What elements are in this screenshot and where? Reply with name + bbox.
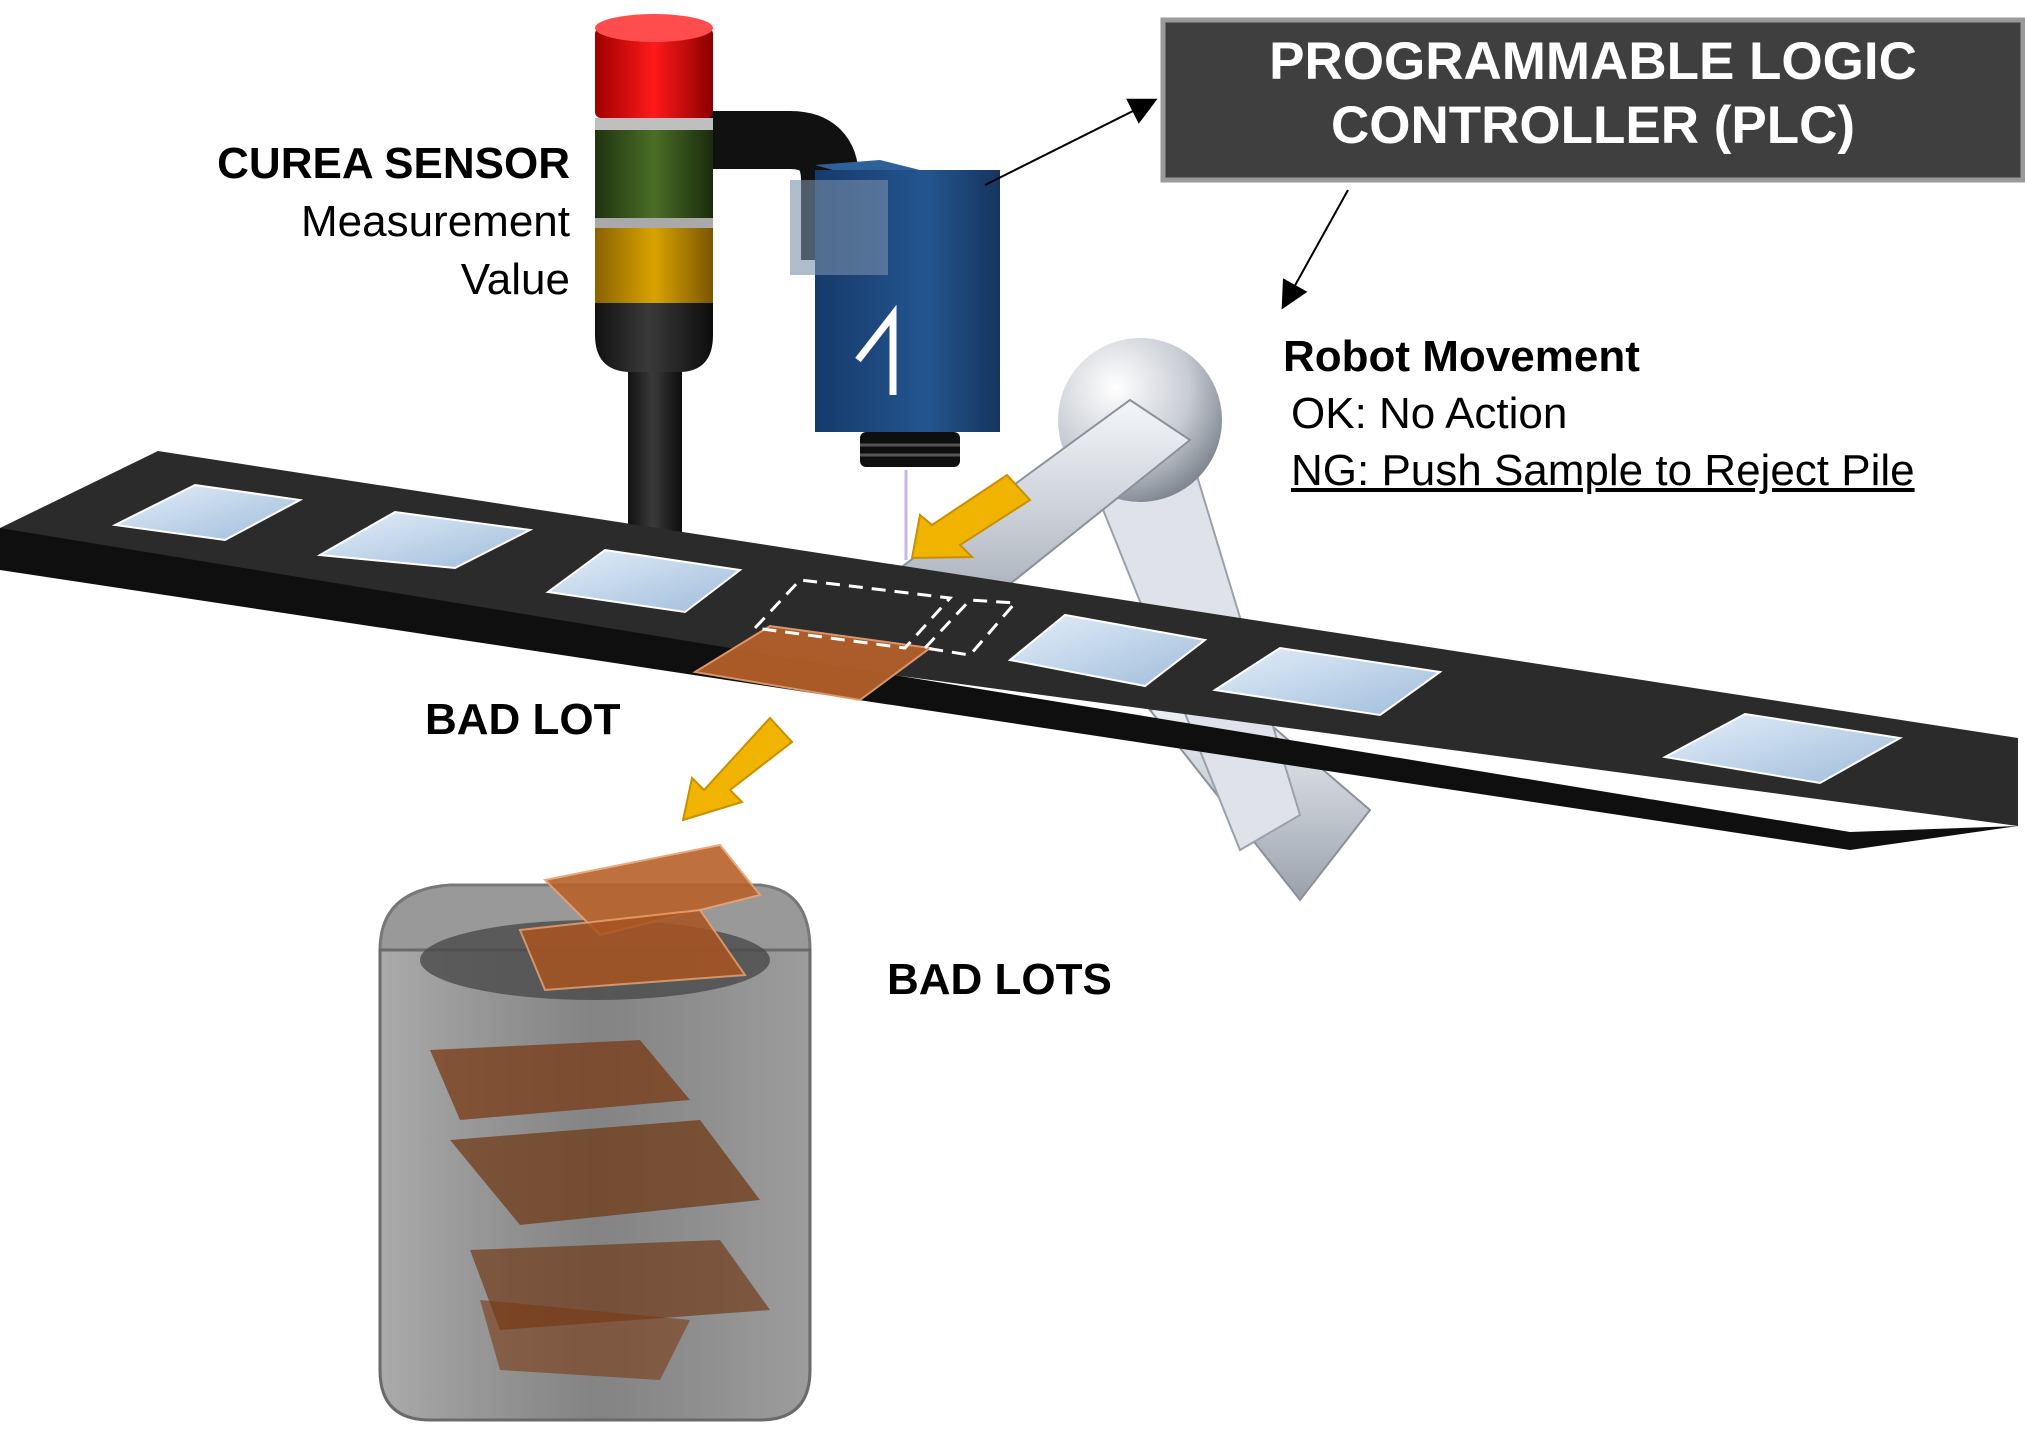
sensor-label-line2: Value [460,255,570,304]
rejected-sample [450,1120,760,1225]
conveyor-top [0,451,2018,826]
sensor-label-title: CUREA SENSOR [217,139,570,188]
ok-sample [1007,613,1208,688]
ok-sample [111,483,304,542]
sensor-to-plc-arrow [984,98,1158,186]
rejected-sample [542,843,762,937]
bad-lot-direction-arrow [681,716,794,822]
conveyor-belt [0,451,2018,850]
ok-samples [111,483,1904,785]
yellow-light [595,228,713,303]
bad-lots-label: BAD LOTS [887,955,1112,1004]
ok-sample [316,510,534,570]
rejected-sample [430,1040,690,1120]
sensor-label-line1: Measurement [300,197,570,246]
camera-lens [860,432,960,467]
rejected-sample [480,1300,690,1380]
empty-slot-outline [921,598,1019,657]
camera-logo [855,304,897,395]
sensor-label: CUREA SENSOR Measurement Value [217,135,570,309]
robot-movement-ok: OK: No Action [1291,389,1568,438]
ok-sample [1661,712,1904,785]
reject-bin [378,843,812,1422]
plc-label-line1: PROGRAMMABLE LOGIC [1269,32,1917,91]
empty-slot-outline [751,578,954,650]
light-tower-pole [628,370,682,555]
push-direction-arrow [910,473,1032,560]
robot-movement-title: Robot Movement [1283,332,1640,381]
signal-light-tower [595,14,713,372]
bad-lot-label: BAD LOT [425,695,621,744]
curea-sensor-camera [790,160,1000,560]
ok-sample [545,548,743,614]
plc-label-line2: CONTROLLER (PLC) [1330,96,1856,155]
plc-box [1160,17,2025,183]
red-light [595,28,713,118]
plc-label: PROGRAMMABLE LOGIC CONTROLLER (PLC) [1163,30,2023,158]
green-light [595,130,713,218]
ok-sample [1212,646,1443,717]
robot-movement-label: Robot Movement OK: No Action NG: Push Sa… [1283,328,1915,499]
rejected-sample [518,908,747,992]
light-tower-base [595,303,713,372]
plc-to-robot-arrow [1281,189,1349,310]
robot-movement-ng: NG: Push Sample to Reject Pile [1291,446,1915,495]
